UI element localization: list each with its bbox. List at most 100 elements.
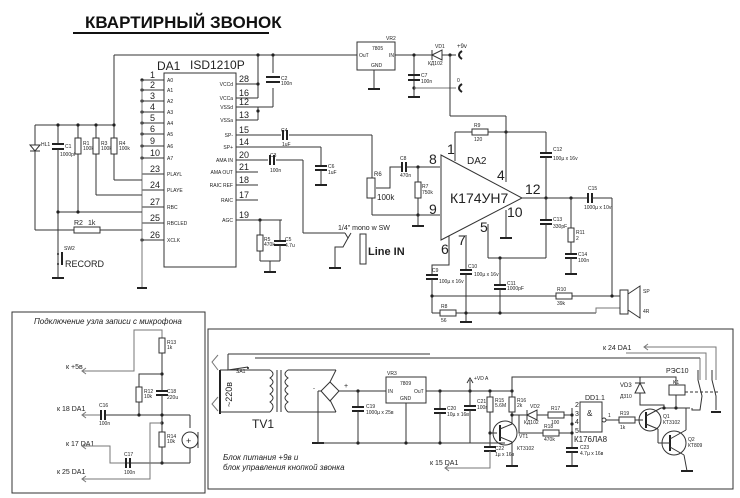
svg-text:39k: 39k bbox=[557, 301, 566, 307]
pin-number: 2 bbox=[150, 80, 155, 90]
svg-text:Д310: Д310 bbox=[620, 394, 632, 400]
mic-block: к +5в R13 1k R12 10k C18 220u к 18 DA1 C… bbox=[57, 329, 199, 483]
svg-text:C6: C6 bbox=[328, 164, 335, 170]
svg-text:R17: R17 bbox=[551, 406, 560, 412]
svg-text:6: 6 bbox=[441, 241, 449, 257]
connector-zero-icon[interactable] bbox=[458, 83, 463, 93]
svg-text:100n: 100n bbox=[124, 470, 135, 476]
svg-text:C13: C13 bbox=[553, 217, 562, 223]
svg-text:RECORD: RECORD bbox=[65, 259, 105, 269]
pin-label: AMA IN bbox=[216, 158, 233, 164]
pin-label: PLAYL bbox=[167, 172, 182, 178]
svg-text:100n: 100n bbox=[477, 405, 488, 411]
pin-label: RAIC REF bbox=[210, 183, 233, 189]
pin-label: SP+ bbox=[223, 145, 233, 151]
pin-label: AGC bbox=[222, 218, 233, 224]
psu-block-frame bbox=[207, 328, 734, 490]
mic-block-frame bbox=[11, 311, 206, 494]
svg-text:R9: R9 bbox=[474, 123, 481, 129]
pin-label: A1 bbox=[167, 88, 173, 94]
capacitor-c3: C3 100n bbox=[269, 153, 281, 174]
resistor-r5: R5 470k bbox=[256, 220, 275, 261]
resistor-r11: R11 2 bbox=[567, 227, 585, 243]
pin-number: 10 bbox=[150, 148, 160, 158]
svg-text:HL1: HL1 bbox=[41, 142, 50, 148]
svg-text:2k: 2k bbox=[517, 403, 523, 409]
svg-text:100µ x 16v: 100µ x 16v bbox=[439, 279, 464, 285]
pin-number: 27 bbox=[150, 197, 160, 207]
svg-text:VD2: VD2 bbox=[530, 404, 540, 410]
svg-text:R7: R7 bbox=[422, 184, 429, 190]
svg-text:10: 10 bbox=[507, 204, 523, 220]
svg-text:1000µ x 10v: 1000µ x 10v bbox=[584, 205, 612, 211]
svg-text:SP: SP bbox=[643, 289, 650, 295]
svg-text:8: 8 bbox=[429, 151, 437, 167]
pin-label: A4 bbox=[167, 121, 173, 127]
svg-text:DD1.1: DD1.1 bbox=[585, 395, 605, 402]
svg-text:220u: 220u bbox=[167, 395, 178, 401]
regulator-vr3: VR3 7809 IN OuT GND bbox=[385, 371, 427, 404]
svg-text:R18: R18 bbox=[544, 424, 553, 430]
relay-k1: РЭС10 K1 bbox=[666, 368, 721, 413]
resistor-r4: R4 100k bbox=[110, 125, 142, 181]
svg-text:C22: C22 bbox=[495, 446, 504, 452]
resistor-r17: R17 100 bbox=[547, 406, 565, 426]
svg-text:C10: C10 bbox=[468, 264, 477, 270]
pin-label: A5 bbox=[167, 132, 173, 138]
transistor-vt1: VT1 КТ3102 bbox=[492, 420, 534, 452]
svg-text:7809: 7809 bbox=[400, 381, 411, 387]
svg-text:C5: C5 bbox=[285, 237, 292, 243]
pin-label: A6 bbox=[167, 144, 173, 150]
svg-text:+: + bbox=[344, 383, 348, 390]
pin-number: 28 bbox=[239, 74, 249, 84]
svg-text:R13: R13 bbox=[167, 340, 176, 346]
svg-text:-: - bbox=[313, 386, 315, 392]
pin-number: 1 bbox=[150, 70, 155, 80]
switch-sw2-record[interactable]: SW2 RECORD bbox=[57, 246, 105, 269]
potentiometer-r6[interactable]: R6 100k bbox=[366, 166, 418, 216]
pin-number: 21 bbox=[239, 162, 249, 172]
svg-text:750k: 750k bbox=[422, 190, 433, 196]
svg-text:КТ809: КТ809 bbox=[688, 443, 703, 449]
svg-text:R11: R11 bbox=[576, 230, 585, 236]
svg-text:R12: R12 bbox=[144, 389, 153, 395]
svg-text:OuT: OuT bbox=[359, 53, 369, 59]
svg-text:C4: C4 bbox=[281, 128, 288, 134]
pin-label: RBC bbox=[167, 205, 178, 211]
svg-text:C12: C12 bbox=[553, 147, 562, 153]
svg-text:R8: R8 bbox=[441, 304, 448, 310]
capacitor-c2: C2 100n bbox=[266, 76, 292, 87]
pin-label: VCCa bbox=[220, 96, 234, 102]
transformer-primary bbox=[269, 369, 274, 413]
da1-left-pins: 1A02A13A24A35A46A59A610A723PLAYL24PLAYE2… bbox=[140, 70, 188, 244]
jack-label: 1/4" mono w SW bbox=[338, 225, 390, 232]
resistor-r2: R2 1k bbox=[35, 220, 142, 234]
svg-text:100n: 100n bbox=[281, 81, 292, 87]
svg-text:+: + bbox=[186, 436, 191, 446]
line-in-jack[interactable]: 1/4" mono w SW Line IN bbox=[329, 225, 405, 269]
svg-text:к 24 DA1: к 24 DA1 bbox=[603, 345, 631, 352]
pin-number: 15 bbox=[239, 125, 249, 135]
svg-text:R19: R19 bbox=[620, 411, 629, 417]
svg-text:100n: 100n bbox=[578, 258, 589, 264]
svg-text:C20: C20 bbox=[447, 406, 456, 412]
pin-label: RBCLED bbox=[167, 221, 188, 227]
pin-number: 3 bbox=[150, 91, 155, 101]
svg-text:10k: 10k bbox=[167, 439, 176, 445]
da1-part: ISD1210P bbox=[190, 58, 245, 72]
pin-label: A0 bbox=[167, 78, 173, 84]
svg-text:1000pF: 1000pF bbox=[60, 152, 77, 158]
svg-text:К174УН7: К174УН7 bbox=[450, 190, 509, 206]
capacitor-c22: C22 1µ x 16в bbox=[484, 446, 515, 458]
pin-number: 20 bbox=[239, 150, 249, 160]
connector-plus9-icon[interactable] bbox=[458, 50, 463, 60]
resistor-r14: R14 10k bbox=[158, 431, 176, 448]
pin-number: 18 bbox=[239, 175, 249, 185]
vd-a-arrow-icon bbox=[466, 377, 474, 384]
svg-text:IN: IN bbox=[388, 389, 393, 395]
pin-label: VCCd bbox=[220, 82, 234, 88]
svg-text:VD3: VD3 bbox=[620, 383, 632, 389]
svg-text:C3: C3 bbox=[270, 153, 277, 159]
svg-text:3: 3 bbox=[575, 411, 579, 418]
